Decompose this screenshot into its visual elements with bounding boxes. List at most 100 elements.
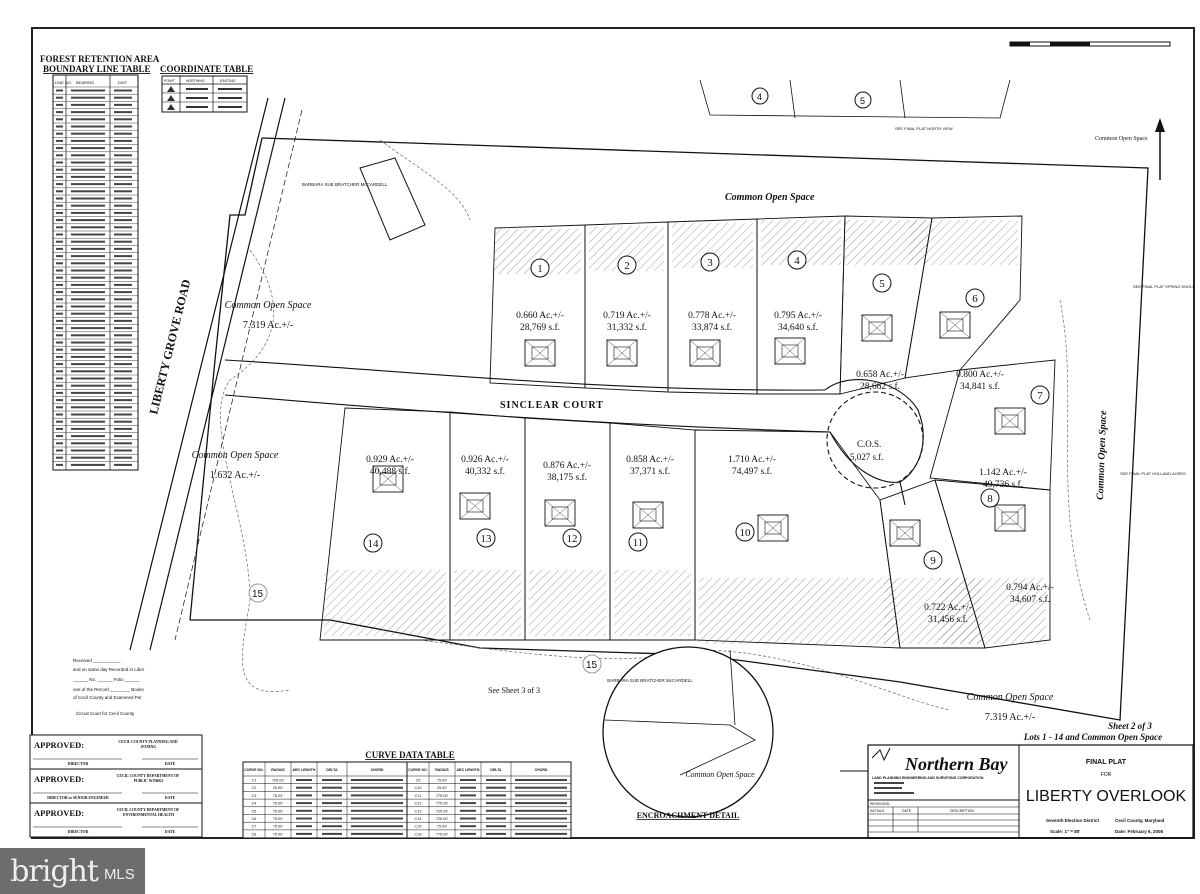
curve-header: ARC LENGTH <box>293 768 316 772</box>
svg-text:15: 15 <box>252 589 264 600</box>
lot-12[interactable] <box>524 417 611 641</box>
lot-9[interactable] <box>879 479 986 649</box>
svg-text:one of the Record ________ Boo: one of the Record ________ Books <box>73 687 145 692</box>
svg-text:7.319 Ac.+/-: 7.319 Ac.+/- <box>243 320 293 331</box>
curve-radius: 75.00' <box>273 825 284 829</box>
curve-number: C14 <box>415 817 422 821</box>
svg-text:15: 15 <box>586 660 598 671</box>
curve-radius: 725.00' <box>436 809 449 813</box>
sheet-border <box>31 27 1195 839</box>
lot-square-feet: 40,332 s.f. <box>465 466 505 477</box>
lot-number-badge <box>617 255 637 275</box>
neighbor-lot-5: 5 <box>854 91 872 109</box>
coordinate-table: COORDINATE TABLE POINT NORTHING EASTING <box>160 64 253 113</box>
lot-number: 6 <box>972 293 978 305</box>
svg-text:7.319 Ac.+/-: 7.319 Ac.+/- <box>985 712 1035 723</box>
lot-13[interactable] <box>449 411 526 641</box>
approval-agency: CECIL COUNTY PLANNING AND ZONING <box>118 740 178 749</box>
lot-number: 5 <box>879 278 885 290</box>
common-open-space-top-label: Common Open Space <box>725 192 815 203</box>
lot-acreage: 1.710 Ac.+/- <box>728 455 776 465</box>
lot-number: 9 <box>930 555 936 567</box>
lot-number: 8 <box>987 493 993 505</box>
lot-square-feet: 38,175 s.f. <box>547 472 587 483</box>
lot-10[interactable] <box>694 429 901 649</box>
lot-square-feet: 28,769 s.f. <box>520 322 560 333</box>
curve-number: C7 <box>252 825 257 829</box>
lot-acreage: 0.926 Ac.+/- <box>461 455 509 465</box>
svg-text:5,027 s.f.: 5,027 s.f. <box>850 452 884 462</box>
curve-header: DELTA <box>490 768 502 772</box>
curve-radius: 75.00' <box>273 809 284 813</box>
lot-2[interactable] <box>584 221 669 393</box>
lot-14[interactable] <box>319 407 451 641</box>
court-label: SINCLEAR COURT <box>500 400 604 411</box>
lot-3[interactable] <box>667 218 758 395</box>
lot-4[interactable] <box>756 215 846 395</box>
lot-6[interactable] <box>904 215 1023 379</box>
forest-retention-area <box>454 570 521 636</box>
detail-title: ENCROACHMENT DETAIL <box>637 811 740 820</box>
svg-text:Cecil County, Maryland: Cecil County, Maryland <box>1115 818 1165 823</box>
lot-square-feet: 37,371 s.f. <box>630 466 670 477</box>
svg-text:Common Open Space: Common Open Space <box>967 692 1054 703</box>
lot-acreage: 0.778 Ac.+/- <box>688 311 736 321</box>
common-open-space-left: Common Open Space 7.319 Ac.+/- <box>225 300 312 331</box>
lot-number-badge <box>735 522 755 542</box>
lot-number: 12 <box>567 533 578 545</box>
bright-mls-watermark: bright MLS <box>0 848 145 894</box>
lot-number: 4 <box>794 255 800 267</box>
project-title: LIBERTY OVERLOOK <box>1026 788 1187 805</box>
svg-text:LAND PLANNING ENGINEERING AND: LAND PLANNING ENGINEERING AND SURVEYING … <box>872 776 984 780</box>
curve-number: C1 <box>252 779 257 783</box>
lot-acreage: 0.858 Ac.+/- <box>626 455 674 465</box>
curve-radius: 775.00' <box>436 802 449 806</box>
approved-label: APPROVED: <box>34 740 84 750</box>
curve-header: CHORD <box>371 768 384 772</box>
lot-number: 14 <box>368 538 380 550</box>
approval-agency: CECIL COUNTY DEPARTMENT OF ENVIRONMENTAL… <box>117 808 180 817</box>
svg-text:Seventh Election District: Seventh Election District <box>1046 818 1100 823</box>
neighbor-lot-15a: 15 <box>248 583 268 603</box>
common-open-space-mid: Common Open Space 1.632 Ac.+/- <box>192 450 279 481</box>
lot-number-badge <box>476 528 496 548</box>
curve-header: DELTA <box>326 768 338 772</box>
approval-block: APPROVED: CECIL COUNTY PLANNING AND ZONIN… <box>29 734 203 770</box>
boundary-line-table: FOREST RETENTION AREA BOUNDARY LINE TABL… <box>40 54 160 471</box>
lot-number-badge <box>628 532 648 552</box>
curve-number: C8 <box>252 832 257 836</box>
lot-square-feet: 40,488 s.f. <box>370 466 410 477</box>
house-icon <box>372 465 404 493</box>
curve-radius: 25.00' <box>437 786 448 790</box>
curve-radius: 775.00' <box>436 832 449 836</box>
house-icon <box>459 492 491 520</box>
curve-row: C7 75.00' <box>252 825 403 829</box>
lot-number: 1 <box>537 263 543 275</box>
lot-acreage: 0.795 Ac.+/- <box>774 311 822 321</box>
see-sheet-note[interactable]: See Sheet 3 of 3 <box>488 686 540 695</box>
curve-number: C10 <box>415 786 422 790</box>
svg-text:Common Open Space: Common Open Space <box>225 300 312 311</box>
lot-number-badge <box>700 252 720 272</box>
lot-number-badge <box>1030 385 1050 405</box>
svg-text:Date: February 6, 2008: Date: February 6, 2008 <box>1115 829 1164 834</box>
approved-label: APPROVED: <box>34 808 84 818</box>
title-block: Sheet 2 of 3 Lots 1 - 14 and Common Open… <box>840 721 1194 839</box>
curve-radius: 75.00' <box>437 779 448 783</box>
svg-text:of Cecil County and Examined P: of Cecil County and Examined Per <box>73 695 142 700</box>
curve-number: C3 <box>252 794 257 798</box>
house-icon <box>544 499 576 527</box>
curve-header: RADIUS <box>271 768 285 772</box>
lot-number: 13 <box>481 533 493 545</box>
curve-radius: 75.00' <box>273 832 284 836</box>
house-icon <box>774 337 806 365</box>
house-icon <box>606 339 638 367</box>
watermark-suffix: MLS <box>103 865 135 883</box>
curve-number: C6 <box>252 817 257 821</box>
lot-number: 2 <box>624 260 630 272</box>
lot-1[interactable] <box>489 224 586 389</box>
